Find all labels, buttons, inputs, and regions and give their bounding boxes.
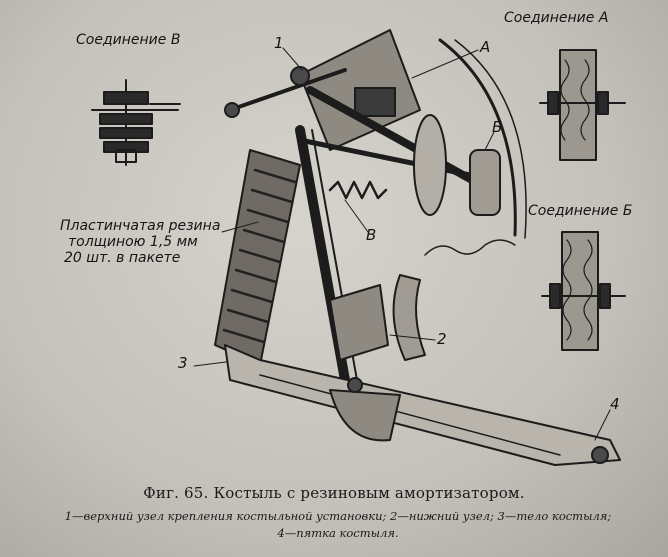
rubber-note-line-2: толщиною 1,5 мм	[68, 234, 198, 250]
joint-v-label: Соединение В	[76, 32, 181, 48]
figure-legend: 1—верхний узел крепления костыльной уста…	[38, 508, 638, 542]
callout-3: 3	[178, 354, 188, 372]
rubber-shock-pack	[214, 149, 301, 366]
joint-a-detail	[539, 49, 626, 161]
callout-a: А	[480, 38, 491, 56]
joint-b-detail	[541, 231, 626, 351]
legend-line-1: 1—верхний узел крепления костыльной уста…	[64, 509, 612, 523]
callout-4: 4	[610, 395, 620, 413]
fuselage-frame	[438, 38, 517, 237]
skid-body	[224, 344, 621, 466]
lower-node	[329, 284, 389, 361]
figure-caption: Фиг. 65. Костыль с резиновым амортизатор…	[143, 484, 525, 502]
callout-2: 2	[437, 330, 447, 348]
joint-a-label: Соединение А	[504, 10, 609, 26]
joint-v-detail	[91, 79, 181, 166]
rubber-note-line-3: 20 шт. в пакете	[64, 250, 181, 266]
rubber-note-line-1: Пластинчатая резина	[60, 218, 221, 234]
callout-v: В	[366, 226, 377, 244]
joint-b-label: Соединение Б	[528, 203, 633, 219]
rubber-pack-note: Пластинчатая резина толщиною 1,5 мм 20 ш…	[60, 218, 220, 266]
leader-lines	[193, 47, 611, 441]
tailskid-drawing	[91, 29, 626, 466]
callout-1: 1	[274, 34, 284, 52]
callout-b: Б	[492, 118, 503, 136]
legend-line-2: 4—пятка костыля.	[277, 526, 399, 540]
